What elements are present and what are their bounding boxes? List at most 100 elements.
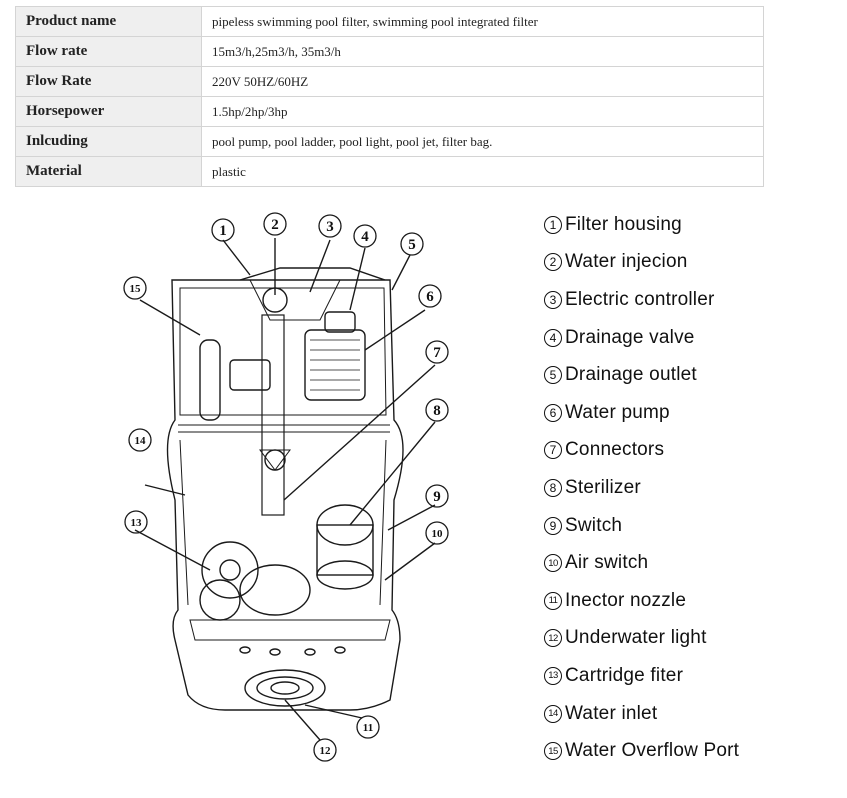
housing-outline	[166, 279, 404, 711]
legend-number: 15	[544, 742, 562, 761]
legend-number: 1	[544, 215, 562, 234]
legend-number: 4	[544, 328, 562, 347]
callout-10-label: 10	[432, 528, 444, 540]
legend-label: Sterilizer	[565, 476, 641, 498]
callout-11-label: 11	[363, 722, 373, 734]
legend-label: Electric controller	[565, 288, 715, 310]
legend-number: 2	[544, 253, 562, 272]
spec-value: 15m3/h,25m3/h, 35m3/h	[201, 36, 764, 67]
legend-number: 6	[544, 403, 562, 422]
callout-9	[425, 484, 449, 508]
spec-label: Material	[15, 156, 202, 187]
callout-6	[418, 284, 442, 308]
callout-7-label: 7	[433, 345, 441, 361]
callout-15-label: 15	[130, 283, 142, 295]
legend-number: 8	[544, 478, 562, 497]
spec-value: plastic	[201, 156, 764, 187]
callout-4-label: 4	[361, 229, 369, 245]
callout-12	[313, 738, 337, 762]
legend-label: Drainage valve	[565, 326, 695, 348]
callout-1-label: 1	[219, 223, 227, 239]
callout-14	[128, 428, 152, 452]
callout-8-label: 8	[433, 403, 441, 419]
callout-15	[123, 276, 147, 300]
legend-number: 13	[544, 666, 562, 685]
callout-1	[211, 218, 235, 242]
underwater-light	[244, 669, 326, 707]
callout-5-label: 5	[408, 237, 416, 253]
callout-2-label: 2	[271, 217, 279, 233]
legend-number: 11	[544, 591, 562, 610]
filter-unit-diagram: 1 2 3 4 5 6 7 8 9 10 11 12 13 14 15	[123, 212, 449, 762]
callout-3	[318, 214, 342, 238]
legend-label: Air switch	[565, 552, 649, 574]
pump-body	[304, 329, 366, 401]
callout-9-label: 9	[433, 489, 441, 505]
legend-label: Water Overflow Port	[565, 740, 740, 762]
legend-number: 14	[544, 704, 562, 723]
spec-value: pipeless swimming pool filter, swimming …	[201, 6, 764, 37]
spec-label: Horsepower	[15, 96, 202, 127]
callout-11	[356, 715, 380, 739]
spec-row-material: Material plastic	[15, 156, 764, 187]
legend-number: 12	[544, 629, 562, 648]
spec-label: Inlcuding	[15, 126, 202, 157]
legend-label: Drainage outlet	[565, 364, 697, 386]
legend-number: 10	[544, 554, 562, 573]
spec-value: pool pump, pool ladder, pool light, pool…	[201, 126, 764, 157]
legend-label: Underwater light	[565, 627, 707, 649]
legend-label: Filter housing	[565, 213, 682, 235]
legend-number: 3	[544, 290, 562, 309]
legend-number: 5	[544, 366, 562, 385]
legend-label: Cartridge fiter	[565, 664, 684, 686]
callout-14-label: 14	[135, 435, 147, 447]
spec-value: 220V 50HZ/60HZ	[201, 66, 764, 97]
spec-row-product-name: Product name pipeless swimming pool filt…	[15, 6, 764, 37]
callout-7	[425, 340, 449, 364]
callout-6-label: 6	[426, 289, 434, 305]
spec-row-horsepower: Horsepower 1.5hp/2hp/3hp	[15, 96, 764, 127]
spec-label: Flow Rate	[15, 66, 202, 97]
legend-label: Switch	[565, 514, 623, 536]
callout-13	[124, 510, 148, 534]
legend-label: Water inlet	[565, 702, 658, 724]
spec-row-power: Flow Rate 220V 50HZ/60HZ	[15, 66, 764, 97]
callout-10	[425, 521, 449, 545]
spec-label: Flow rate	[15, 36, 202, 67]
legend-label: Connectors	[565, 439, 665, 461]
callout-5	[400, 232, 424, 256]
callout-3-label: 3	[326, 219, 334, 235]
legend-label: Inector nozzle	[565, 589, 687, 611]
callout-8	[425, 398, 449, 422]
legend-number: 9	[544, 516, 562, 535]
callout-group	[123, 212, 449, 762]
callout-12-label: 12	[320, 745, 332, 757]
spec-table: Product name pipeless swimming pool filt…	[15, 6, 764, 187]
legend-label: Water pump	[565, 401, 670, 423]
legend-number: 7	[544, 441, 562, 460]
legend-label: Water injecion	[565, 251, 688, 273]
spec-row-flow-rate: Flow rate 15m3/h,25m3/h, 35m3/h	[15, 36, 764, 67]
spec-value: 1.5hp/2hp/3hp	[201, 96, 764, 127]
callout-13-label: 13	[131, 517, 143, 529]
callout-2	[263, 212, 287, 236]
spec-row-including: Inlcuding pool pump, pool ladder, pool l…	[15, 126, 764, 157]
vertical-pipe	[261, 314, 285, 516]
spec-label: Product name	[15, 6, 202, 37]
